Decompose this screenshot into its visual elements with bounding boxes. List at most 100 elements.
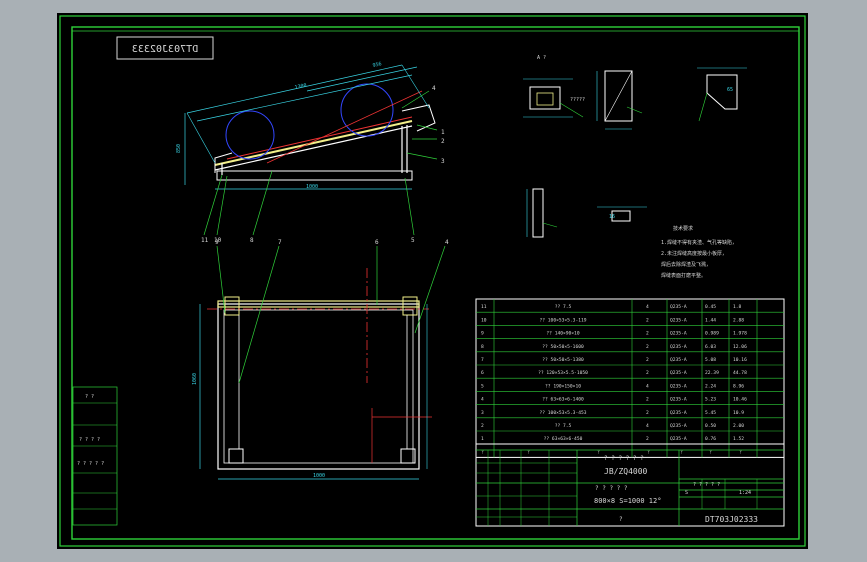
note-4: 焊缝表面打磨平整。 [661,272,706,279]
side-view: 1300 956 850 1000 11 10 8 5 1 2 3 4 [176,61,445,244]
bom-header-cell: ? [739,449,742,455]
tb-name-label: ? ? ? ? ? ? [604,455,644,462]
bom-cell-mat: Q235-A [670,357,687,363]
bom-cell-mat: Q235-A [670,423,687,429]
detail-c: 65 [697,67,747,122]
bom-cell-no: 5 [481,383,484,389]
bom-cell-qty: 2 [646,410,649,416]
bom-cell-mat: Q235-A [670,344,687,350]
bom-cell-mat: Q235-A [670,304,687,310]
dim-line-top [186,64,403,114]
detail-b-plate [604,70,633,122]
code-mirrored: DT703J02333 [132,44,198,55]
bom-cell-qty: 2 [646,370,649,376]
bom-cell-qty: 2 [646,344,649,350]
leader-11 [203,174,223,236]
bom-cell-w1: 5.23 [705,397,716,403]
bom-cell-mat: Q235-A [670,410,687,416]
cad-drawing: DT703J02333 1300 956 850 1000 [59,15,806,547]
bubble-right-2: 2 [441,138,445,145]
bom-cell-name: ?? 140×90×10 [546,331,579,337]
tb-standard: JB/ZQ4000 [604,467,648,476]
dim-line-3 [306,66,418,92]
plan-outer [217,303,420,470]
dim-ext-right [401,64,430,109]
bom-cell-no: 4 [481,397,484,403]
bom-cell-name: ?? 50×50×5-1600 [542,344,584,350]
bom-cell-name: ?? 100×53×5.3-453 [539,410,586,416]
bom-cell-qty: 2 [646,317,649,323]
motor-circle-left [225,110,275,160]
plan-leader-9 [216,245,226,314]
bom-header-cell: ? [597,449,600,455]
tb-scale-label: ? ? ? ? ? [693,482,720,488]
detail-d-bar [532,188,544,238]
plan-top-beam [217,300,420,308]
plan-bracket-left [224,296,240,316]
detail-b [596,70,643,130]
bom-cell-no: 3 [481,410,484,416]
bom-cell-name: ?? 120×53×5.5-1050 [538,370,588,376]
base-frame [216,170,413,181]
revision-strip-frame [72,386,118,526]
bom-header-cell: ? [527,449,530,455]
bubble-right-1: 1 [441,129,445,136]
note-3: 焊后去除焊渣及飞溅， [661,261,711,268]
leader-3 [406,152,438,160]
bom-header-cell: ? [680,449,683,455]
tb-code: DT703J02333 [705,515,758,524]
inner-frame [71,26,800,540]
bubble-side-1: 11 [201,237,209,244]
tb-spec: 800×8 S=1000 12° [594,497,661,505]
bom-cell-w2: 10.9 [733,410,744,416]
bom-cell-mat: Q235-A [670,397,687,403]
deck-center-line [226,116,413,160]
bom-cell-w2: 2.88 [733,317,744,323]
tech-notes: 技术要求 1.焊缝不得有夹渣、气孔等缺陷， 2.未注焊缝高度按最小板厚， 焊后去… [661,225,737,279]
bubble-side-6: 5 [411,237,415,244]
bom-cell-qty: 2 [646,397,649,403]
bom-cell-w2: 2.00 [733,423,744,429]
bom-cell-name: ?? 63×63×6-1400 [542,397,584,403]
section-title: A ? [537,55,546,61]
bubble-side-2: 10 [214,237,222,244]
detail-d [526,188,558,238]
title-block-frame [475,443,785,527]
rev-label-1: ? ? [85,394,94,400]
rev-label-2: ? ? ? ? [79,437,100,443]
detail-b-diag [604,70,633,122]
bom-cell-w1: 6.03 [705,344,716,350]
bubble-right-3: 3 [441,158,445,165]
plan-foot-right [400,448,416,464]
bom-cell-no: 9 [481,331,484,337]
tb-q: ? [619,516,623,523]
bom-cell-w1: 5.45 [705,410,716,416]
bom-cell-qty: 4 [646,383,649,389]
section-a-leader [559,102,584,118]
revision-strip: ? ? ? ? ? ? ? ? ? ? ? [72,386,118,526]
bom-cell-w2: 44.78 [733,370,747,376]
detail-e: 16 [597,206,647,222]
bom-cell-no: 7 [481,357,484,363]
bubble-side-3: 8 [250,237,254,244]
bom-header-cell: ? [709,449,712,455]
bom-cell-no: 6 [481,370,484,376]
note-1: 1.焊缝不得有夹渣、气孔等缺陷， [661,239,737,246]
bom-cell-w2: 1.52 [733,436,744,442]
motor-circle-right [340,83,394,137]
bom-cell-w1: 0.45 [705,304,716,310]
bom-cell-name: ?? 190×150×10 [545,383,581,389]
bom-cell-name: ?? 7.5 [555,304,572,310]
bom-cell-w1: 1.44 [705,317,716,323]
detail-c-65: 65 [727,87,733,93]
bubble-top-6: 6 [375,239,379,246]
plan-leader-7 [238,245,280,384]
bom-cell-name: ?? 100×53×5.3-119 [539,317,586,323]
bom-cell-no: 11 [481,304,487,310]
leader-8 [252,170,273,236]
bom-cell-w1: 0.50 [705,423,716,429]
plan-leader-4 [414,245,446,334]
deck-line-2 [214,125,413,171]
dim-top-overall: 1300 [294,83,307,91]
